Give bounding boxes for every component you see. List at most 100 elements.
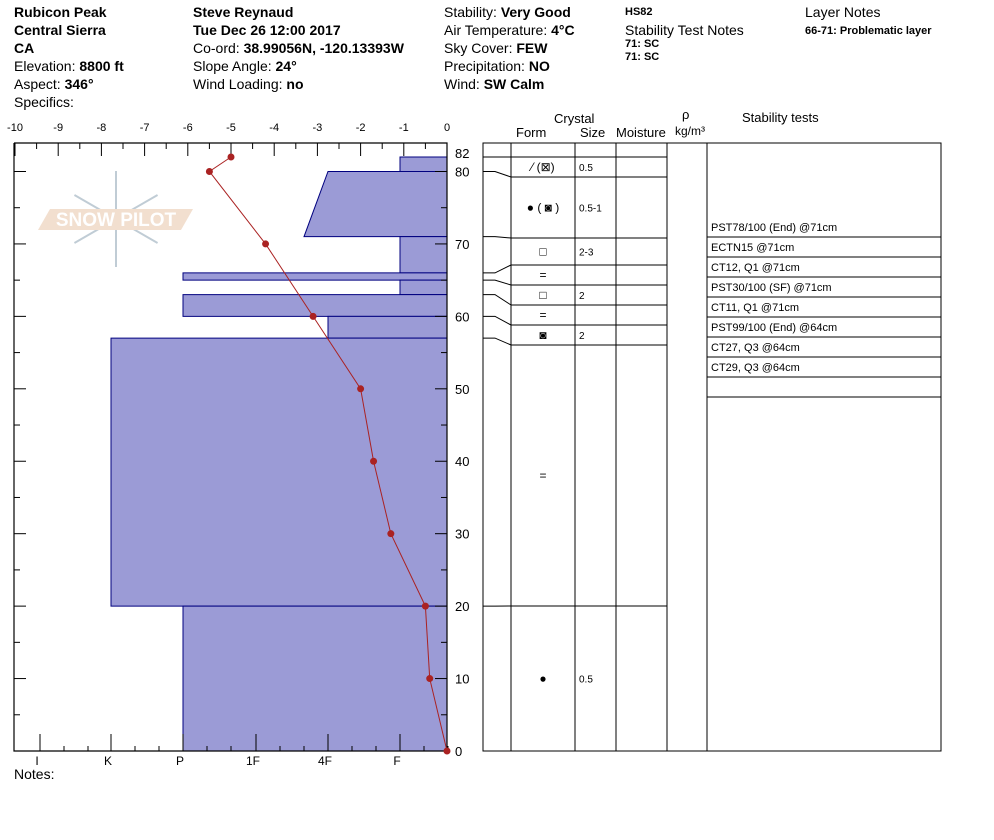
temperature-tick-label: -2 <box>356 122 366 134</box>
layer-connector-line <box>483 264 512 274</box>
slope-label: Slope Angle: <box>193 58 272 74</box>
height-tick-label: 82 <box>455 146 469 161</box>
slope-value: 24° <box>275 58 297 74</box>
layer-connector-line <box>483 170 512 178</box>
sky-field: Sky Cover: FEW <box>444 39 547 57</box>
range-name: Central Sierra <box>14 22 106 38</box>
moisture-header: Moisture <box>616 125 666 140</box>
crust-icon: = <box>539 268 546 282</box>
temperature-tick-label: -8 <box>97 122 107 134</box>
sky-value: FEW <box>516 40 548 56</box>
temperature-point <box>421 602 429 610</box>
specifics-label: Specifics: <box>14 94 74 110</box>
height-tick-label: 10 <box>455 672 469 687</box>
layer-connector-line <box>483 315 512 326</box>
stability-test-result: CT27, Q3 @64cm <box>711 342 800 354</box>
crystal-size: 0.5 <box>579 163 593 174</box>
temperature-tick-label: -6 <box>183 122 193 134</box>
layer-connector-line <box>483 236 512 239</box>
temperature-point <box>387 530 395 538</box>
size-header: Size <box>580 125 606 140</box>
elevation-field: Elevation: 8800 ft <box>14 57 124 75</box>
temperature-profile-line <box>208 156 448 752</box>
stability-test-note: 71: SC <box>625 51 660 63</box>
stability-test-result: PST99/100 (End) @64cm <box>711 322 837 334</box>
crystal-header: Crystal <box>554 111 595 126</box>
stability-test-result: CT11, Q1 @71cm <box>711 302 799 314</box>
wind-loading-value: no <box>286 76 304 92</box>
layer-connector-line <box>483 294 512 306</box>
form-header: Form <box>516 125 547 140</box>
hardness-layer-bar <box>182 294 448 317</box>
layer-connector-line <box>483 337 512 346</box>
coord-value: 38.99056N, -120.13393W <box>243 40 404 56</box>
layer-notes-label: Layer Notes <box>805 4 881 20</box>
precip-field: Precipitation: NO <box>444 57 550 75</box>
hardness-tick-label: F <box>393 754 400 768</box>
temperature-point <box>227 153 235 161</box>
density-unit: kg/m³ <box>675 124 705 138</box>
hardness-layer-bar <box>327 315 448 339</box>
wind-field: Wind: SW Calm <box>444 75 544 93</box>
precipitation-particles-icon: ⁄ (⊠) <box>528 160 554 174</box>
hardness-layer-bar <box>399 279 448 296</box>
crystal-size: 0.5 <box>579 675 593 686</box>
snowpilot-logo: SNOW PILOT <box>38 171 193 267</box>
stability-tests-header: Stability tests <box>742 110 819 125</box>
stability-test-result: PST30/100 (SF) @71cm <box>711 282 832 294</box>
density-symbol: ρ <box>682 107 690 122</box>
state-name: CA <box>14 40 35 56</box>
temperature-tick-label: -5 <box>226 122 236 134</box>
hardness-layer-bar <box>110 337 448 607</box>
stability-test-notes-label: Stability Test Notes <box>625 22 744 38</box>
coord-label: Co-ord: <box>193 40 240 56</box>
logo-text: SNOW PILOT <box>56 210 177 231</box>
wind-loading-label: Wind Loading: <box>193 76 283 92</box>
temperature-tick-label: -3 <box>313 122 323 134</box>
temperature-point <box>205 167 213 175</box>
location-name: Rubicon Peak <box>14 4 107 20</box>
crystal-size: 2-3 <box>579 248 594 259</box>
hs-value: HS82 <box>625 6 653 18</box>
faceted-crystals-icon: □ <box>539 288 546 302</box>
layer-note: 66-71: Problematic layer <box>805 25 932 37</box>
sky-label: Sky Cover: <box>444 40 513 56</box>
stability-test-result: CT12, Q1 @71cm <box>711 262 800 274</box>
temperature-tick-label: -4 <box>269 122 279 134</box>
observation-datetime: Tue Dec 26 12:00 2017 <box>193 22 341 38</box>
stability-test-result: CT29, Q3 @64cm <box>711 362 800 374</box>
hardness-tick-label: 4F <box>318 754 332 768</box>
height-tick-label: 0 <box>455 744 462 759</box>
hardness-layer-bar <box>182 605 448 752</box>
temperature-tick-label: -9 <box>53 122 63 134</box>
air-temp-field: Air Temperature: 4°C <box>444 21 575 39</box>
precip-value: NO <box>528 58 550 74</box>
coord-field: Co-ord: 38.99056N, -120.13393W <box>193 39 404 57</box>
height-tick-label: 40 <box>455 454 469 469</box>
crystal-size: 2 <box>579 291 585 302</box>
hardness-layer-bar <box>182 272 448 281</box>
layer-connector-line <box>483 279 512 286</box>
layer-table-frame <box>482 142 942 752</box>
air-temp-label: Air Temperature: <box>444 22 548 38</box>
height-tick-label: 60 <box>455 309 469 324</box>
wind-loading-field: Wind Loading: no <box>193 75 304 93</box>
hardness-layer-bar <box>399 156 448 172</box>
aspect-field: Aspect: 346° <box>14 75 94 93</box>
height-tick-label: 20 <box>455 599 469 614</box>
aspect-value: 346° <box>64 76 94 92</box>
temperature-point <box>443 747 451 755</box>
logo-banner <box>38 209 193 230</box>
faceted-crystals-icon: □ <box>539 245 546 259</box>
temperature-tick-label: -10 <box>7 122 23 134</box>
elevation-label: Elevation: <box>14 58 76 74</box>
wind-label: Wind: <box>444 76 480 92</box>
rounded-grains-icon: ● <box>539 672 546 686</box>
stability-value: Very Good <box>500 4 571 20</box>
elevation-value: 8800 ft <box>79 58 124 74</box>
height-tick-label: 30 <box>455 527 469 542</box>
crystal-size: 2 <box>579 331 585 342</box>
hardness-layer-bar <box>303 170 448 238</box>
stability-label: Stability: <box>444 4 497 20</box>
